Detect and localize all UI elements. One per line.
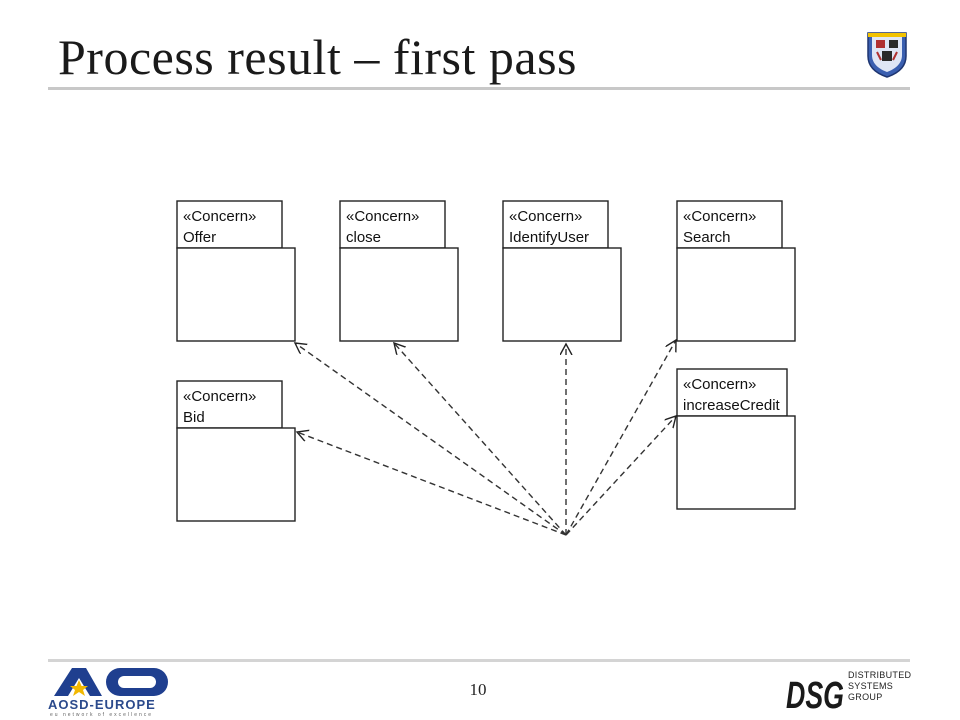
package-bid: «Concern» Bid — [176, 380, 296, 522]
title-divider — [48, 87, 910, 90]
footer-divider — [48, 659, 910, 662]
package-bid-stereotype: «Concern» — [183, 388, 256, 405]
package-bid-name: Bid — [183, 409, 205, 426]
university-crest-icon — [867, 32, 907, 78]
dependency-to-close — [394, 343, 567, 536]
package-identifyuser-name: IdentifyUser — [509, 229, 589, 246]
ao-tagline: eu network of excellence — [50, 712, 154, 718]
dependency-to-offer — [295, 343, 567, 536]
dsg-logo: DSG — [786, 675, 844, 714]
package-offer-name: Offer — [183, 229, 216, 246]
dsg-wordmark: DISTRIBUTED SYSTEMS GROUP — [848, 670, 911, 703]
ao-wordmark: AOSD-EUROPE — [48, 697, 156, 712]
dependency-to-search — [565, 340, 676, 536]
slide-title: Process result – first pass — [58, 29, 577, 85]
package-increasecredit: «Concern» increaseCredit — [676, 368, 796, 510]
package-offer: «Concern» Offer — [176, 200, 296, 342]
package-search-name: Search — [683, 229, 731, 246]
dsg-line-1: DISTRIBUTED — [848, 670, 912, 680]
dsg-mark: DSG — [786, 675, 844, 714]
dependency-to-bid — [297, 432, 567, 536]
package-offer-stereotype: «Concern» — [183, 208, 256, 225]
dsg-line-3: GROUP — [848, 692, 883, 702]
dsg-line-2: SYSTEMS — [848, 681, 894, 691]
package-close: «Concern» close — [339, 200, 459, 342]
package-search-stereotype: «Concern» — [683, 208, 756, 225]
package-identifyuser-stereotype: «Concern» — [509, 208, 582, 225]
dependency-arrows — [295, 340, 676, 536]
package-increasecredit-name: increaseCredit — [683, 397, 781, 414]
page-number: 10 — [469, 680, 487, 699]
ao-star-logo — [54, 668, 168, 696]
dependency-to-increasecredit — [565, 416, 676, 536]
package-search: «Concern» Search — [676, 200, 796, 342]
package-identifyuser: «Concern» IdentifyUser — [502, 200, 622, 342]
package-increasecredit-stereotype: «Concern» — [683, 376, 756, 393]
package-close-stereotype: «Concern» — [346, 208, 419, 225]
package-close-name: close — [346, 229, 381, 246]
